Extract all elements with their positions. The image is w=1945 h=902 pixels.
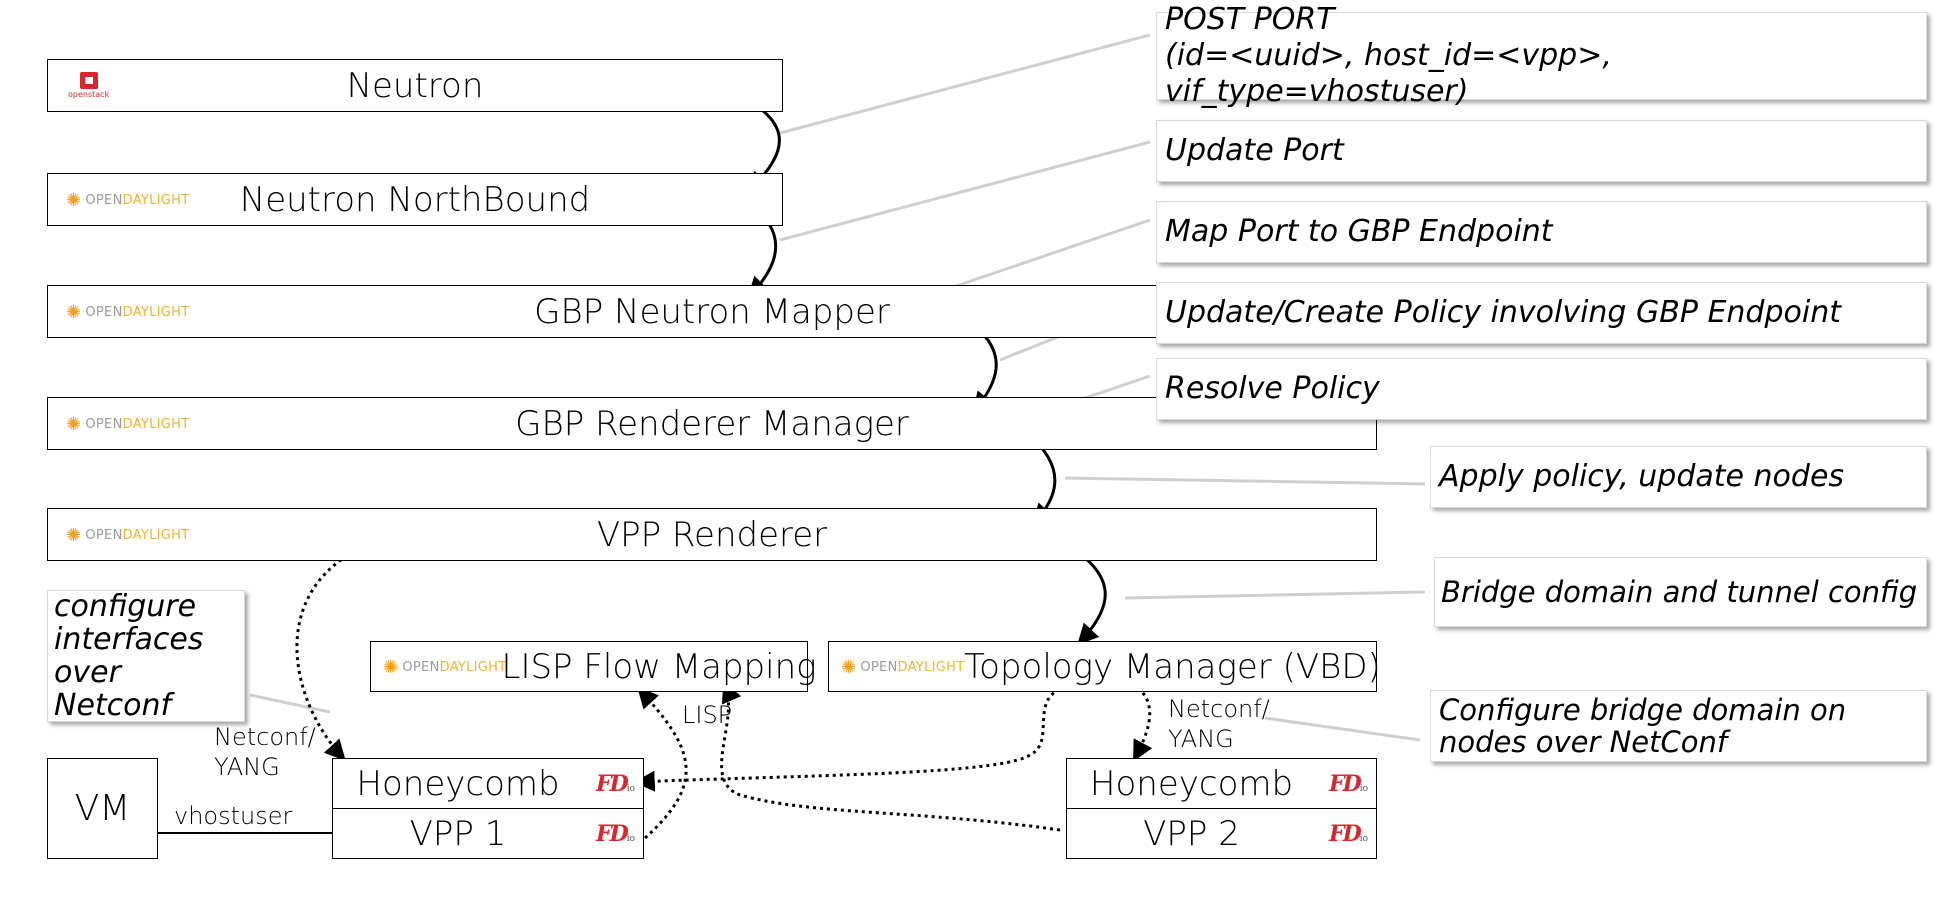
neutron-box: openstack Neutron xyxy=(47,59,783,112)
opendaylight-logo: ✺ OPENDAYLIGHT xyxy=(66,302,190,323)
vpp-renderer-box: ✺ OPENDAYLIGHT VPP Renderer xyxy=(47,508,1377,561)
fdio-logo: FDio xyxy=(1329,821,1368,847)
openstack-mark-icon xyxy=(79,72,98,89)
neutron-northbound-box: ✺ OPENDAYLIGHT Neutron NorthBound xyxy=(47,173,783,226)
fdio-logo: FDio xyxy=(596,771,635,797)
vpp-1-box: VPP 1 FDio xyxy=(332,808,644,859)
topology-manager-box: ✺ OPENDAYLIGHT Topology Manager (VBD) xyxy=(828,641,1381,692)
opendaylight-logo: ✺ OPENDAYLIGHT xyxy=(841,657,965,678)
callout-configure-bridge: Configure bridge domain on nodes over Ne… xyxy=(1430,690,1927,762)
honeycomb-2-label: Honeycomb xyxy=(1089,763,1294,804)
opendaylight-flower-icon: ✺ xyxy=(66,414,82,435)
gbp-renderer-manager-label: GBP Renderer Manager xyxy=(515,403,909,444)
lisp-label: LISP xyxy=(682,701,733,729)
vpp-2-label: VPP 2 xyxy=(1143,813,1240,854)
fdio-logo: FDio xyxy=(596,821,635,847)
callout-bridge-tunnel-text: Bridge domain and tunnel config xyxy=(1441,575,1918,609)
callout-configure-interfaces-line3: over xyxy=(54,655,121,690)
neutron-label: Neutron xyxy=(346,65,484,106)
callout-update-port-text: Update Port xyxy=(1165,133,1344,168)
callout-configure-interfaces-line4: Netconf xyxy=(54,688,172,723)
gbp-neutron-mapper-label: GBP Neutron Mapper xyxy=(534,291,890,332)
callout-configure-interfaces-line2: interfaces xyxy=(54,622,204,657)
callout-update-policy-text: Update/Create Policy involving GBP Endpo… xyxy=(1165,295,1841,330)
callout-resolve-policy: Resolve Policy xyxy=(1156,358,1927,420)
opendaylight-flower-icon: ✺ xyxy=(66,302,82,323)
callout-map-port: Map Port to GBP Endpoint xyxy=(1156,201,1927,263)
neutron-northbound-label: Neutron NorthBound xyxy=(239,179,591,220)
lisp-flow-mapping-label: LISP Flow Mapping xyxy=(501,646,817,687)
callout-update-port: Update Port xyxy=(1156,120,1927,182)
topology-manager-label: Topology Manager (VBD) xyxy=(964,646,1381,687)
opendaylight-flower-icon: ✺ xyxy=(66,525,82,546)
opendaylight-flower-icon: ✺ xyxy=(383,657,399,678)
opendaylight-logo: ✺ OPENDAYLIGHT xyxy=(66,414,190,435)
opendaylight-logo: ✺ OPENDAYLIGHT xyxy=(383,657,507,678)
callout-resolve-policy-text: Resolve Policy xyxy=(1165,371,1380,406)
lisp-flow-mapping-box: ✺ OPENDAYLIGHT LISP Flow Mapping xyxy=(370,641,817,692)
netconf-yang-right-label: Netconf/ YANG xyxy=(1168,695,1270,753)
callout-configure-bridge-line1: Configure bridge domain on xyxy=(1439,693,1847,727)
gbp-renderer-manager-box: ✺ OPENDAYLIGHT GBP Renderer Manager xyxy=(47,397,1377,450)
honeycomb-2-box: Honeycomb FDio xyxy=(1066,758,1377,809)
vpp-renderer-label: VPP Renderer xyxy=(596,514,828,555)
callout-configure-interfaces-line1: configure xyxy=(54,589,197,624)
vpp-1-label: VPP 1 xyxy=(409,813,507,854)
openstack-logo: openstack xyxy=(68,72,109,99)
fdio-logo: FDio xyxy=(1329,771,1368,797)
callout-apply-policy: Apply policy, update nodes xyxy=(1430,446,1927,508)
netconf-yang-left-label: Netconf/ YANG xyxy=(214,723,316,781)
opendaylight-flower-icon: ✺ xyxy=(841,657,857,678)
opendaylight-logo: ✺ OPENDAYLIGHT xyxy=(66,190,190,211)
callout-map-port-text: Map Port to GBP Endpoint xyxy=(1165,214,1553,249)
callout-configure-interfaces: configure interfaces over Netconf xyxy=(47,590,245,722)
callout-update-policy: Update/Create Policy involving GBP Endpo… xyxy=(1156,282,1927,344)
openstack-logo-text: openstack xyxy=(68,90,110,99)
vhostuser-label: vhostuser xyxy=(174,802,293,830)
callout-apply-policy-text: Apply policy, update nodes xyxy=(1439,459,1845,494)
honeycomb-1-label: Honeycomb xyxy=(356,763,560,804)
vm-box: VM xyxy=(47,758,158,859)
honeycomb-1-box: Honeycomb FDio xyxy=(332,758,644,809)
callout-post-port-line2: (id=<uuid>, host_id=<vpp>, vif_type=vhos… xyxy=(1165,38,1612,109)
callout-configure-bridge-line2: nodes over NetConf xyxy=(1439,725,1728,759)
gbp-neutron-mapper-box: ✺ OPENDAYLIGHT GBP Neutron Mapper xyxy=(47,285,1377,338)
callout-post-port-line1: POST PORT xyxy=(1165,2,1335,37)
vpp-2-box: VPP 2 FDio xyxy=(1066,808,1377,859)
opendaylight-flower-icon: ✺ xyxy=(66,190,82,211)
opendaylight-logo: ✺ OPENDAYLIGHT xyxy=(66,525,190,546)
callout-bridge-tunnel: Bridge domain and tunnel config xyxy=(1434,557,1927,627)
callout-post-port: POST PORT (id=<uuid>, host_id=<vpp>, vif… xyxy=(1156,2,1927,109)
